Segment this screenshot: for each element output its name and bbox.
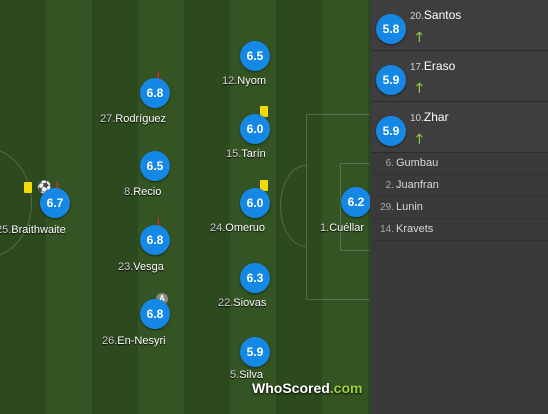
player-siovas[interactable]: 6.3 22.Siovas [190,253,310,323]
green-up-arrow-icon: 🡑 [416,131,423,146]
sub-label: 10.Zhar [410,110,449,124]
player-label: 27.Rodríguez [100,113,167,125]
unused-sub-gumbau[interactable]: 6.Gumbau [372,153,548,175]
rating-bubble: 5.8 [376,14,406,44]
sub-in-eraso[interactable]: 5.9 17.Eraso 🡑 [372,51,548,102]
sub-label: 17.Eraso [410,59,456,73]
player-label: 23.Vesga [118,261,164,273]
red-down-arrow-icon: 🡓 [54,179,61,194]
yellow-card-icon [260,106,268,117]
player-nyom[interactable]: 6.5 12.Nyom [190,31,310,101]
player-cuellar[interactable]: 6.2 1.Cuéllar [300,178,370,248]
rating-bubble: 6.8 [140,78,170,108]
player-braithwaite[interactable]: ⚽ 🡓 6.7 25.Braithwaite [0,178,120,248]
player-label: 5.Silva [230,369,264,381]
sub-in-santos[interactable]: 5.8 20.Santos 🡑 [372,0,548,51]
substitutes-panel: 5.8 20.Santos 🡑 5.9 17.Eraso 🡑 5.9 10.Zh… [372,0,548,414]
player-label: 25.Braithwaite [0,224,66,236]
sub-in-zhar[interactable]: 5.9 10.Zhar 🡑 [372,102,548,153]
rating-bubble: 6.8 [140,299,170,329]
rating-bubble: 6.0 [240,114,270,144]
rating-bubble: 6.3 [240,263,270,293]
player-tarin[interactable]: 6.0 15.Tarín [190,104,310,174]
green-up-arrow-icon: 🡑 [416,29,423,44]
player-omeruo[interactable]: 6.0 24.Omeruo [190,178,310,248]
player-label: 15.Tarín [226,148,266,160]
rating-bubble: 6.5 [140,151,170,181]
green-up-arrow-icon: 🡑 [416,80,423,95]
unused-sub-juanfran[interactable]: 2.Juanfran [372,175,548,197]
player-label: 26.En-Nesyri [102,335,166,347]
unused-sub-lunin[interactable]: 29.Lunin [372,197,548,219]
whoscored-logo: WhoScored.com [252,380,363,396]
player-label: 8.Recio [124,186,162,198]
red-down-arrow-icon: 🡓 [155,69,162,84]
player-label: 24.Omeruo [210,222,266,234]
rating-bubble: 5.9 [240,337,270,367]
player-en-nesyri[interactable]: A 6.8 26.En-Nesyri [90,289,210,359]
player-vesga[interactable]: 🡓 6.8 23.Vesga [90,215,210,285]
unused-sub-kravets[interactable]: 14.Kravets [372,219,548,241]
rating-bubble: 5.9 [376,65,406,95]
rating-bubble: 6.7 [40,188,70,218]
rating-bubble: 6.2 [341,187,370,217]
goal-area [340,163,370,251]
rating-bubble: 6.8 [140,225,170,255]
yellow-card-icon [24,182,32,193]
player-label: 1.Cuéllar [320,222,365,234]
player-label: 12.Nyom [222,75,267,87]
player-rodriguez[interactable]: 🡓 6.8 27.Rodríguez [90,68,210,138]
player-silva[interactable]: 5.9 5.Silva [190,327,310,397]
rating-bubble: 6.5 [240,41,270,71]
penalty-box [306,114,370,300]
pitch: ⚽ 🡓 6.7 25.Braithwaite 🡓 6.8 27.Rodrígue… [0,0,370,414]
rating-bubble: 6.0 [240,188,270,218]
player-label: 22.Siovas [218,297,267,309]
red-down-arrow-icon: 🡓 [155,216,162,231]
yellow-card-icon [260,180,268,191]
sub-label: 20.Santos [410,8,462,22]
rating-bubble: 5.9 [376,116,406,146]
player-recio[interactable]: 6.5 8.Recio [90,141,210,211]
